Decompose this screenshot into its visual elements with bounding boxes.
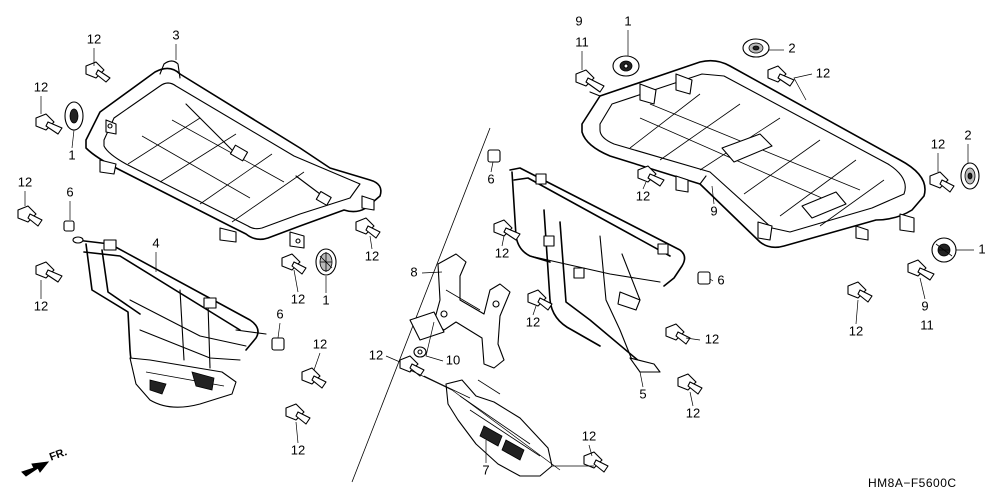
callout-label-6-5: 6 (66, 184, 73, 199)
bolt-12-g (301, 367, 327, 389)
callout-label-1-10: 1 (322, 292, 329, 307)
callout-label-11-32: 11 (920, 317, 934, 332)
bolt-12-b (35, 113, 63, 135)
collar-6-d (697, 271, 711, 285)
callout-label-9-23: 9 (710, 203, 717, 218)
callout-label-2-17: 2 (788, 40, 795, 55)
callout-label-12-1: 12 (87, 31, 101, 46)
bolt-9-top (575, 69, 605, 93)
bracket-8 (409, 253, 511, 369)
bolt-12-h (285, 403, 311, 425)
bolt-12-i (493, 219, 521, 241)
collar-6-b (271, 337, 285, 351)
bolt-12-j (527, 289, 553, 311)
callout-label-6-11: 6 (276, 306, 283, 321)
callout-label-9-31: 9 (921, 298, 928, 313)
bolt-12-c (17, 205, 43, 227)
callout-label-5-35: 5 (639, 386, 646, 401)
bolt-12-n (583, 451, 609, 473)
callout-label-9-14: 9 (575, 13, 582, 28)
diagram-code: HM8A−F5600C (868, 476, 957, 490)
callout-label-6-21: 6 (487, 171, 494, 186)
callout-label-12-30: 12 (849, 323, 863, 338)
callout-label-12-37: 12 (582, 428, 596, 443)
callout-label-12-29: 12 (705, 331, 719, 346)
washer-10 (413, 346, 427, 358)
collar-6-c (487, 149, 501, 163)
bolt-12-d (35, 261, 63, 283)
bolt-12-m (399, 355, 425, 377)
guard-frame-5 (509, 167, 686, 373)
callout-label-12-22: 12 (636, 188, 650, 203)
bolt-12-q (929, 171, 955, 193)
callout-label-6-26: 6 (717, 272, 724, 287)
grommet-1-a (64, 101, 84, 131)
grommet-1-d (931, 237, 957, 263)
bolt-12-f (281, 253, 307, 275)
section-divider-line (351, 127, 491, 483)
callout-label-3-0: 3 (172, 27, 179, 42)
collar-6-a (63, 220, 75, 232)
callout-label-1-3: 1 (68, 147, 75, 162)
callout-label-12-12: 12 (313, 336, 327, 351)
callout-label-12-33: 12 (369, 347, 383, 362)
grommet-2-a (742, 38, 770, 58)
grommet-1-c (612, 55, 640, 77)
callout-label-12-8: 12 (365, 248, 379, 263)
grommet-2-b (960, 162, 980, 190)
callout-label-12-24: 12 (495, 245, 509, 260)
callout-label-8-25: 8 (410, 264, 417, 279)
bolt-12-k (665, 323, 691, 345)
callout-label-2-20: 2 (964, 127, 971, 142)
bolt-12-r (847, 281, 873, 303)
callout-label-4-6: 4 (152, 235, 159, 250)
front-direction-indicator: FR. (21, 446, 69, 477)
bolt-12-l (677, 373, 703, 395)
callout-label-12-2: 12 (34, 79, 48, 94)
callout-label-12-19: 12 (931, 136, 945, 151)
direction-label: FR. (48, 446, 69, 463)
callout-label-10-34: 10 (446, 352, 460, 367)
callout-label-1-16: 1 (624, 13, 631, 28)
callout-label-1-27: 1 (978, 241, 985, 256)
callout-label-12-9: 12 (291, 291, 305, 306)
rear-carrier-9 (581, 59, 926, 249)
callout-label-12-18: 12 (816, 65, 830, 80)
callout-label-12-4: 12 (18, 174, 32, 189)
skid-plate-7 (445, 379, 553, 477)
bolt-12-o (767, 65, 795, 87)
callout-label-12-7: 12 (34, 298, 48, 313)
callout-label-12-13: 12 (291, 442, 305, 457)
callout-label-11-15: 11 (575, 34, 589, 49)
grommet-1-b (315, 248, 337, 276)
arrow-icon (21, 461, 50, 477)
callout-label-12-28: 12 (526, 314, 540, 329)
callout-label-7-38: 7 (482, 462, 489, 477)
callout-label-12-36: 12 (686, 405, 700, 420)
bolt-12-p (637, 165, 665, 187)
bolt-12-e (355, 217, 381, 239)
bolt-9-bottom (907, 259, 935, 281)
right-fasteners (575, 38, 980, 303)
left-fasteners (17, 61, 381, 425)
bolt-12-a (85, 61, 111, 83)
leader-lines (24, 30, 974, 471)
center-fasteners (399, 149, 711, 473)
front-carrier-3 (85, 60, 382, 249)
front-guard-4 (72, 236, 267, 408)
